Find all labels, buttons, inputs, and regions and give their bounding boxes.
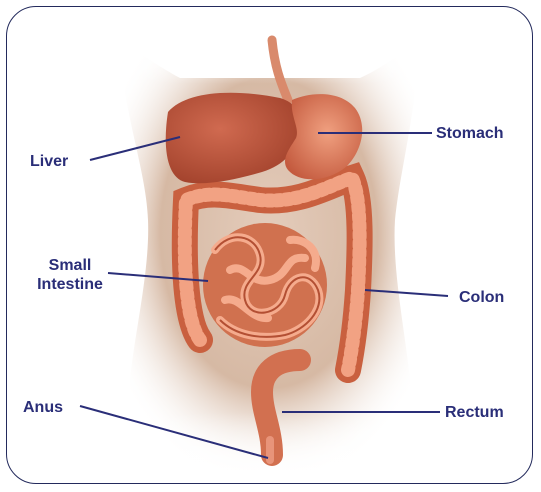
colon-label: Colon xyxy=(459,288,504,307)
small-intestine-label-line2: Intestine xyxy=(28,275,112,294)
anus-label: Anus xyxy=(23,398,63,417)
liver-label: Liver xyxy=(30,152,68,171)
small-intestine-label-line1: Small xyxy=(28,256,112,275)
small-intestine-shape xyxy=(203,223,327,347)
rectum-label: Rectum xyxy=(445,403,504,422)
small-intestine-label: Small Intestine xyxy=(28,256,112,294)
stomach-label: Stomach xyxy=(436,124,504,143)
